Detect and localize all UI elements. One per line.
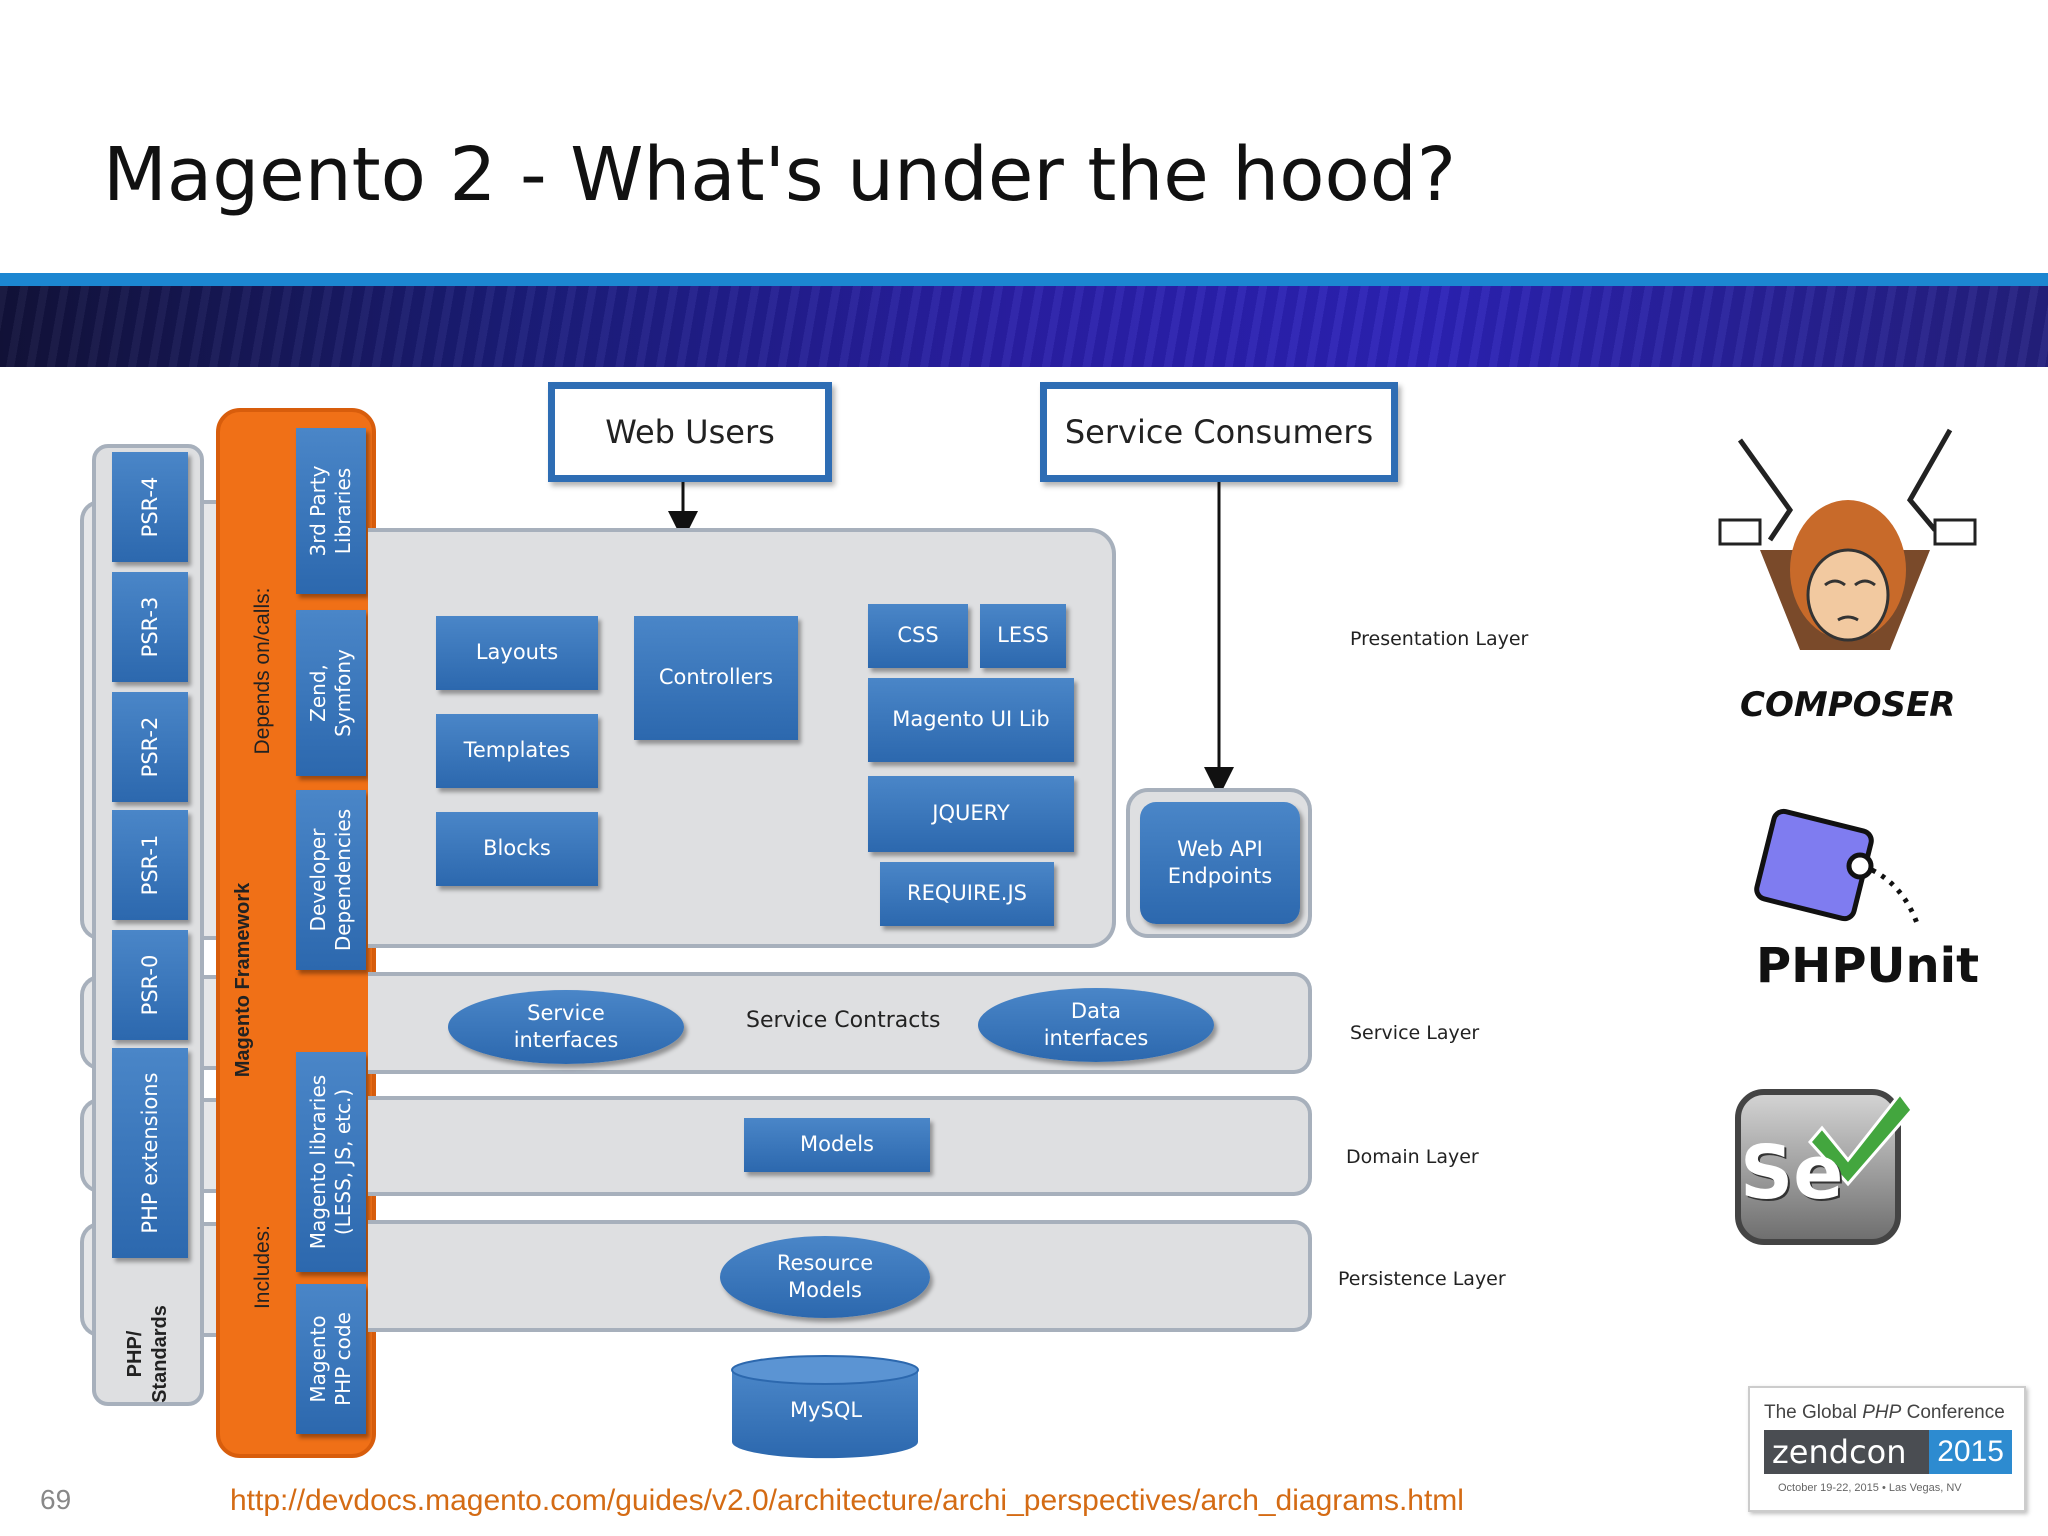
data-interfaces-oval: Data interfaces	[978, 988, 1214, 1062]
service-consumers-box: Service Consumers	[1040, 382, 1398, 482]
zendcon-logo: The Global PHP Conference zendcon 2015 O…	[1748, 1386, 2026, 1512]
slide-title: Magento 2 - What's under the hood?	[103, 132, 1456, 218]
presentation-layer-label: Presentation Layer	[1350, 628, 1529, 650]
controllers-box: Controllers	[634, 616, 798, 740]
psr-4-box: PSR-4	[112, 452, 188, 562]
selenium-logo-text: Se	[1740, 1130, 1844, 1216]
css-box: CSS	[868, 604, 968, 668]
resource-models-oval: Resource Models	[720, 1236, 930, 1318]
banner-accent-line	[0, 273, 2048, 286]
requirejs-box: REQUIRE.JS	[880, 862, 1054, 926]
service-contracts-label: Service Contracts	[746, 1008, 941, 1033]
php-extensions-box: PHP extensions	[112, 1048, 188, 1258]
psr-0-box: PSR-0	[112, 930, 188, 1040]
mysql-label: MySQL	[789, 1398, 863, 1422]
composer-logo-text: COMPOSER	[1740, 685, 1956, 725]
magento-php-code-box: Magento PHP code	[296, 1284, 366, 1434]
psr-2-box: PSR-2	[112, 692, 188, 802]
magento-ui-lib-box: Magento UI Lib	[868, 678, 1074, 762]
zendcon-date: October 19-22, 2015 • Las Vegas, NV	[1778, 1482, 1962, 1494]
models-box: Models	[744, 1118, 930, 1172]
web-users-box: Web Users	[548, 382, 832, 482]
zendcon-name: zendcon	[1772, 1433, 1907, 1471]
zendcon-tagline: The Global PHP Conference	[1764, 1402, 2005, 1423]
zendcon-wordmark: zendcon 2015	[1764, 1430, 2012, 1474]
persistence-layer-label: Persistence Layer	[1338, 1268, 1506, 1290]
composer-logo-icon	[1718, 428, 1977, 650]
zendcon-year: 2015	[1929, 1430, 2012, 1474]
phpunit-logo-icon	[1754, 808, 1921, 927]
layouts-box: Layouts	[436, 616, 598, 690]
psr-3-box: PSR-3	[112, 572, 188, 682]
selenium-logo-icon	[1735, 1089, 1914, 1245]
psr-1-box: PSR-1	[112, 810, 188, 920]
templates-box: Templates	[436, 714, 598, 788]
zend-symfony-box: Zend, Symfony	[296, 610, 366, 776]
jquery-box: JQUERY	[868, 776, 1074, 852]
magento-libraries-box: Magento libraries (LESS, JS, etc.)	[296, 1052, 366, 1272]
service-interfaces-oval: Service interfaces	[448, 990, 684, 1064]
source-link[interactable]: http://devdocs.magento.com/guides/v2.0/a…	[230, 1484, 1464, 1517]
mysql-cylinder-icon	[731, 1355, 919, 1459]
service-layer-label: Service Layer	[1350, 1022, 1480, 1044]
third-party-libraries-box: 3rd Party Libraries	[296, 428, 366, 594]
phpunit-logo-text: PHPUnit	[1756, 938, 1980, 994]
domain-layer-label: Domain Layer	[1346, 1146, 1479, 1168]
slide-number: 69	[40, 1484, 72, 1515]
developer-dependencies-box: Developer Dependencies	[296, 790, 366, 970]
less-box: LESS	[980, 604, 1066, 668]
blocks-box: Blocks	[436, 812, 598, 886]
header-banner	[0, 286, 2048, 367]
web-api-endpoints-box: Web API Endpoints	[1140, 802, 1300, 924]
